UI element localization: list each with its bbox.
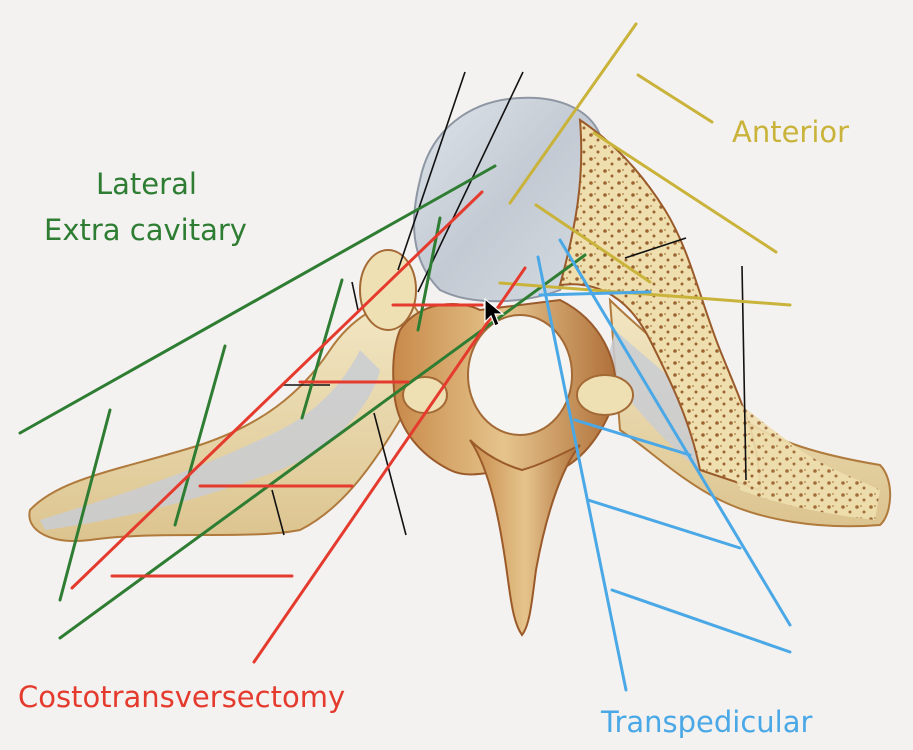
black-line <box>271 489 285 536</box>
lateral-label: Lateral <box>96 167 197 201</box>
blue-line <box>538 290 652 297</box>
transpedicular-label: Transpedicular <box>601 705 813 739</box>
extra-cavitary-label: Extra cavitary <box>44 213 247 247</box>
blue-line <box>558 238 792 627</box>
black-line <box>373 412 407 536</box>
blue-line <box>536 255 628 692</box>
mouse-pointer-icon <box>484 298 505 327</box>
black-line <box>351 281 359 311</box>
green-line <box>173 344 227 527</box>
yellow-line <box>534 203 652 284</box>
yellow-line <box>498 281 792 307</box>
spinal-canal <box>467 314 573 436</box>
yellow-line <box>508 22 638 205</box>
green-line <box>300 278 344 420</box>
red-line <box>70 190 484 590</box>
transpedicular-lines <box>536 238 792 692</box>
costotransversectomy-lines <box>70 190 527 664</box>
black-line <box>624 237 687 259</box>
left-rib-surface <box>40 350 380 530</box>
black-line <box>417 71 524 293</box>
yellow-line <box>636 73 714 124</box>
cancellous-bone-lower <box>690 360 880 520</box>
red-line <box>252 266 527 664</box>
anterior-label: Anterior <box>732 115 850 149</box>
green-line <box>18 164 497 435</box>
blue-line <box>610 588 792 654</box>
black-line <box>397 71 466 271</box>
blue-line <box>573 418 692 457</box>
yellow-line <box>592 131 778 254</box>
right-facet <box>576 374 634 416</box>
anterior-approach-lines <box>498 22 792 307</box>
costotransversectomy-label: Costotransversectomy <box>18 680 346 714</box>
blue-line <box>586 498 742 550</box>
spinous-process <box>469 439 581 637</box>
green-line <box>58 408 112 602</box>
